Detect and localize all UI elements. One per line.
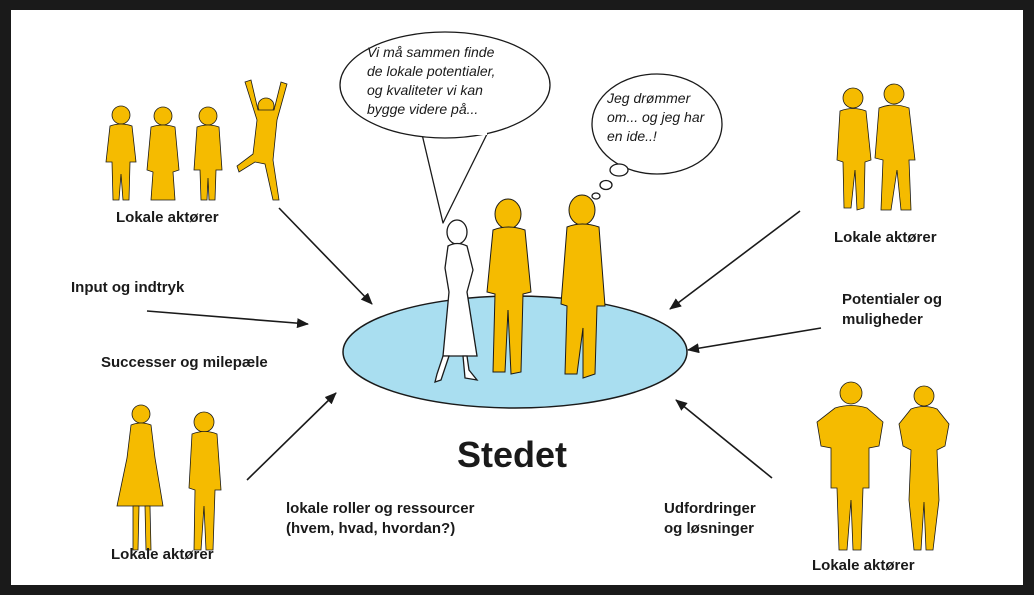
central-figure-man-left <box>486 198 532 375</box>
speech-bubble <box>339 31 551 224</box>
actor-group-top-left <box>105 79 288 201</box>
flow-label-line: (hvem, hvad, hvordan?) <box>286 520 456 537</box>
flow-label-roles: lokale roller og ressourcer (hvem, hvad,… <box>286 499 474 539</box>
actor-label-bottom-left: Lokale aktører <box>111 546 214 563</box>
thought-line: om... og jeg har <box>607 109 705 125</box>
actor-group-top-right <box>836 83 916 211</box>
thought-bubble-text: Jeg drømmer om... og jeg har en ide..! <box>607 89 704 146</box>
flow-label-challenges: Udfordringer og løsninger <box>664 499 756 539</box>
thought-line: Jeg drømmer <box>607 90 691 106</box>
flow-label-line: muligheder <box>842 311 923 328</box>
flow-label-line: lokale roller og ressourcer <box>286 500 475 517</box>
diagram-art <box>105 31 950 551</box>
flow-label-line: Potentialer og <box>842 291 943 308</box>
actor-group-bottom-right <box>816 381 950 551</box>
flow-label-potentials: Potentialer og muligheder <box>842 290 942 330</box>
central-figure-man-right <box>560 194 606 379</box>
flow-label-input: Input og indtryk <box>71 279 185 296</box>
flow-label-line: og løsninger <box>664 520 754 537</box>
arrow-potentials <box>687 327 822 354</box>
center-label: Stedet <box>457 434 568 475</box>
flow-label-line: Udfordringer <box>664 500 756 517</box>
arrow-challenges <box>675 399 773 479</box>
actor-group-bottom-left <box>116 404 222 551</box>
speech-line: de lokale potentialer, <box>367 63 496 79</box>
arrow-top-left <box>278 207 373 305</box>
arrow-input <box>146 310 309 329</box>
actor-label-top-left: Lokale aktører <box>116 209 219 226</box>
arrow-top-right <box>669 210 801 310</box>
thought-bubble <box>591 73 723 200</box>
thought-line: en ide..! <box>607 128 657 144</box>
speech-line: Vi må sammen finde <box>367 44 495 60</box>
flow-label-successes: Successer og milepæle <box>101 354 268 371</box>
speech-bubble-text: Vi må sammen finde de lokale potentialer… <box>367 43 495 119</box>
actor-label-bottom-right: Lokale aktører <box>812 557 915 574</box>
diagram-canvas: Vi må sammen finde de lokale potentialer… <box>11 10 1023 585</box>
actor-label-top-right: Lokale aktører <box>834 229 937 246</box>
speech-line: og kvaliteter vi kan <box>367 82 483 98</box>
arrow-bottom-left <box>246 392 337 481</box>
central-figure-woman-outline <box>434 219 479 383</box>
speech-line: bygge videre på... <box>367 101 479 117</box>
